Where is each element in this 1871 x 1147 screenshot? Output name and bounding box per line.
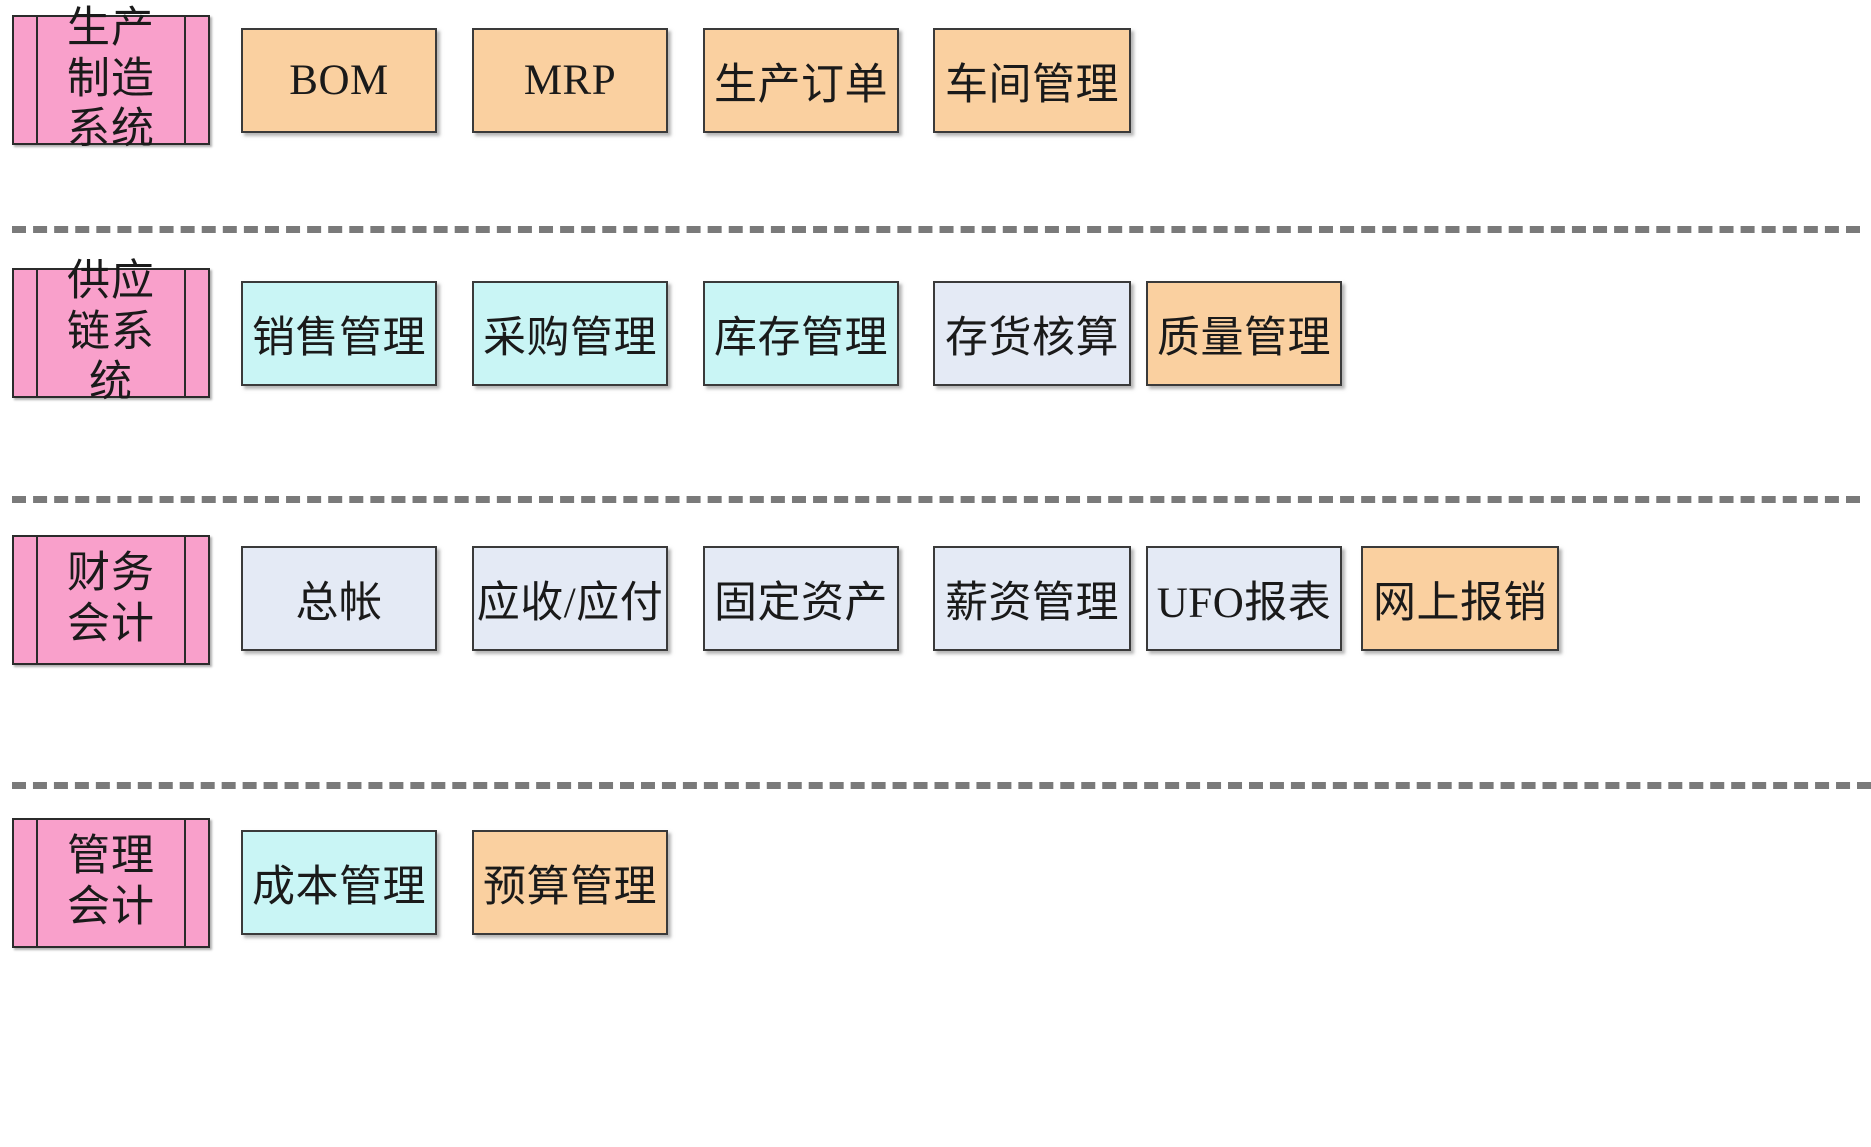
module-box-label: 总帐 xyxy=(295,579,383,627)
row-separator-sep-2 xyxy=(12,496,1860,503)
module-box-label: 质量管理 xyxy=(1157,314,1331,362)
module-box[interactable]: 成本管理 xyxy=(241,830,437,935)
module-box-label: 预算管理 xyxy=(483,863,657,911)
category-right-bar xyxy=(184,17,186,143)
module-box[interactable]: 库存管理 xyxy=(703,281,899,386)
module-box[interactable]: 质量管理 xyxy=(1146,281,1342,386)
module-box-label: 固定资产 xyxy=(714,579,888,627)
module-box-label: 应收/应付 xyxy=(476,579,664,627)
category-label-text: 供应链系统 xyxy=(67,257,155,407)
module-box[interactable]: 生产订单 xyxy=(703,28,899,133)
module-box-label: 车间管理 xyxy=(945,61,1119,109)
module-box-label: 销售管理 xyxy=(252,314,426,362)
category-right-bar xyxy=(184,270,186,396)
module-box[interactable]: BOM xyxy=(241,28,437,133)
module-box[interactable]: 销售管理 xyxy=(241,281,437,386)
module-box[interactable]: 采购管理 xyxy=(472,281,668,386)
module-box[interactable]: UFO报表 xyxy=(1146,546,1342,651)
row-separator-sep-1 xyxy=(12,226,1860,233)
category-label-manufacturing: 生产制造系统 xyxy=(12,5,210,153)
module-box[interactable]: 车间管理 xyxy=(933,28,1131,133)
category-left-bar xyxy=(36,17,38,143)
module-box-label: 库存管理 xyxy=(714,314,888,362)
module-box[interactable]: 固定资产 xyxy=(703,546,899,651)
category-right-bar xyxy=(184,537,186,663)
module-box-label: 成本管理 xyxy=(252,863,426,911)
category-left-bar xyxy=(36,537,38,663)
module-box[interactable]: 应收/应付 xyxy=(472,546,668,651)
module-box[interactable]: 总帐 xyxy=(241,546,437,651)
module-box[interactable]: 存货核算 xyxy=(933,281,1131,386)
module-box-label: 薪资管理 xyxy=(945,579,1119,627)
category-label-financial-accounting: 财务会计 xyxy=(12,535,210,665)
category-label-text: 财务会计 xyxy=(67,550,155,648)
category-label-text: 生产制造系统 xyxy=(67,4,155,154)
category-label-management-accounting: 管理会计 xyxy=(12,818,210,948)
category-label-text: 管理会计 xyxy=(67,833,155,931)
module-box-label: UFO报表 xyxy=(1156,579,1332,627)
category-right-bar xyxy=(184,820,186,946)
category-label-supply-chain: 供应链系统 xyxy=(12,258,210,406)
module-box[interactable]: 网上报销 xyxy=(1361,546,1559,651)
module-box-label: BOM xyxy=(289,57,389,104)
module-box[interactable]: MRP xyxy=(472,28,668,133)
module-box-label: 生产订单 xyxy=(714,61,888,109)
module-box-label: 存货核算 xyxy=(945,314,1119,362)
category-left-bar xyxy=(36,270,38,396)
row-separator-sep-3 xyxy=(12,782,1871,789)
module-box[interactable]: 预算管理 xyxy=(472,830,668,935)
category-left-bar xyxy=(36,820,38,946)
module-box-label: 网上报销 xyxy=(1373,579,1547,627)
module-box[interactable]: 薪资管理 xyxy=(933,546,1131,651)
module-box-label: MRP xyxy=(523,57,617,104)
module-box-label: 采购管理 xyxy=(483,314,657,362)
